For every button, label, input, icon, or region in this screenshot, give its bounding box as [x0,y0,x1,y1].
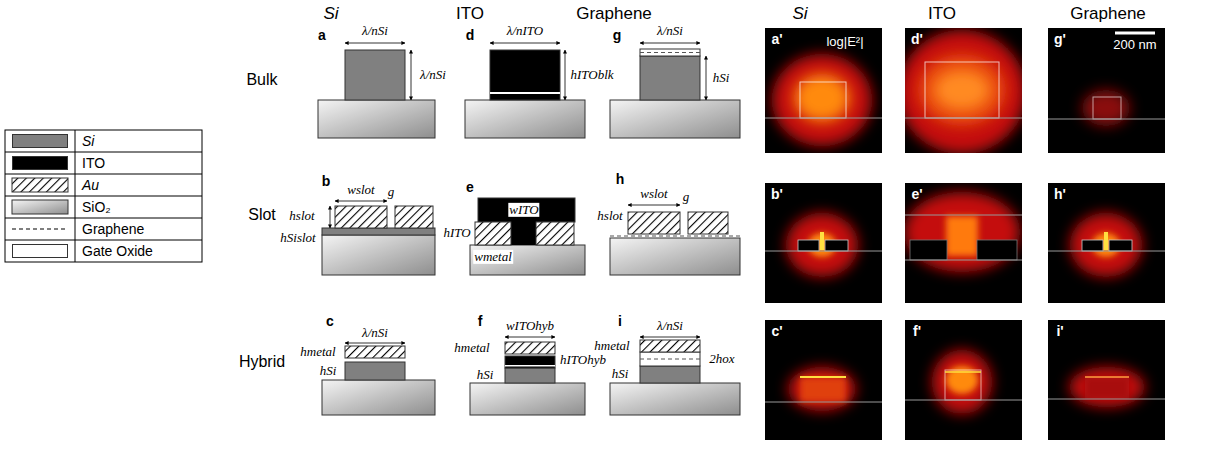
dimension-label: wITOhyb [505,319,555,333]
panel-letter: f' [913,324,921,339]
legend-text: Graphene [82,221,144,237]
legend-swatch [12,134,68,148]
panel-letter: f [478,314,483,329]
dimension-arrows [330,43,706,343]
dimension-label: hmetal [593,339,630,353]
dimension-label: λ/nITO [506,24,544,38]
dimension-label: wslot [346,183,375,197]
schematics [318,49,740,415]
row-label: Slot [248,206,276,224]
au-swatch [12,178,68,192]
field-label: 200 nm [1113,38,1156,52]
dimension-label: hSi [611,367,630,381]
dimension-label: wITO [508,203,539,217]
column-header: Graphene [576,5,652,24]
panel-letter: e' [911,187,922,202]
legend-text: ITO [82,155,105,171]
panel-letter: a [318,28,326,43]
legend-text: Si [82,133,94,149]
column-header: Graphene [1070,5,1146,24]
panel-letter: c [326,314,334,329]
dimension-label: g [682,190,691,204]
dimension-label: g [387,185,396,199]
panel-letter: i' [1056,324,1063,339]
legend-text: Gate Oxide [82,243,153,259]
dimension-label: wmetal [473,250,513,264]
dimension-label: λ/nSi [656,24,684,38]
dimension-label: hmetal [299,345,336,359]
dimension-label: hSislot [279,231,316,245]
dimension-label: λ/nSi [361,326,389,340]
column-header: Si [323,5,338,24]
panel-letter: i [618,314,622,329]
column-header: Si [792,5,807,24]
legend-table [5,130,202,262]
dimension-label: λ/nSi [419,68,447,82]
row-label: Bulk [246,71,277,89]
dimension-label: wslot [639,187,668,201]
dimension-label: hslot [288,209,315,223]
dimension-label: λ/nSi [361,24,389,38]
panel-letter: a' [771,32,782,47]
panel-letter: g [613,28,622,43]
dimension-label: 2hox [708,352,735,366]
column-header: ITO [456,5,484,24]
sio2-swatch [12,200,68,214]
dimension-label: hITO [442,226,471,240]
panel-letter: h [616,172,625,187]
graphene-swatch [12,228,68,230]
panel-letter: d' [911,32,923,47]
field-maps [765,28,1165,440]
dimension-label: λ/nSi [656,319,684,333]
panel-letter: g' [1054,32,1066,47]
dimension-label: hITOhyb [559,353,607,367]
dimension-label: hslot [596,209,623,223]
legend-swatch [12,244,68,258]
column-header: ITO [928,5,956,24]
field-label: log|E²| [826,35,863,49]
legend-swatch [12,156,68,170]
dimension-label: hSi [319,364,338,378]
dimension-label: hSi [712,71,731,85]
panel-letter: b [322,174,331,189]
panel-letter: d [466,28,475,43]
dimension-label: hmetal [453,341,490,355]
panel-letter: e [466,180,474,195]
dimension-label: hITOblk [569,68,614,82]
legend-text: Au [82,177,99,193]
panel-letter: h' [1054,187,1066,202]
row-label: Hybrid [239,353,285,371]
scale-bar [1115,32,1155,35]
panel-letter: b' [771,187,783,202]
panel-letter: c' [771,324,782,339]
legend-text: SiO₂ [82,199,111,215]
dimension-label: hSi [476,368,495,382]
